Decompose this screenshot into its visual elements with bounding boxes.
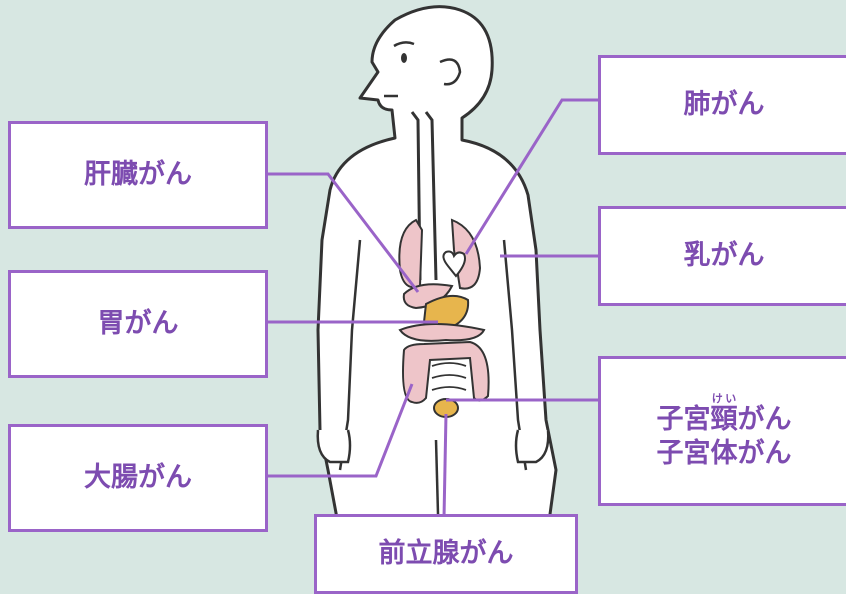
label-lung-cancer-text: 肺がん bbox=[684, 88, 765, 122]
label-colon-cancer-text: 大腸がん bbox=[84, 461, 192, 495]
label-stomach-cancer-text: 胃がん bbox=[98, 307, 179, 341]
pancreas bbox=[400, 324, 484, 341]
label-liver-cancer-text: 肝臓がん bbox=[84, 158, 192, 192]
cervical-suffix: がん bbox=[738, 404, 792, 435]
cervical-reading: けい bbox=[711, 392, 738, 405]
label-breast-cancer: 乳がん bbox=[598, 206, 846, 306]
connector-prostate bbox=[444, 414, 446, 518]
left-hand bbox=[318, 430, 350, 462]
label-liver-cancer: 肝臓がん bbox=[8, 121, 268, 229]
cervical-kanji: 頸 bbox=[711, 404, 738, 435]
label-stomach-cancer: 胃がん bbox=[8, 270, 268, 378]
cervical-prefix: 子宮 bbox=[657, 404, 711, 435]
label-breast-cancer-text: 乳がん bbox=[684, 239, 765, 273]
label-uterine-body-cancer: 子宮体がん bbox=[657, 437, 792, 471]
label-prostate-cancer-text: 前立腺がん bbox=[379, 537, 514, 571]
label-cervical-cancer: 子宮頸けいがん bbox=[657, 392, 792, 437]
right-hand bbox=[516, 430, 548, 462]
cervical-ruby: 頸けい bbox=[711, 404, 738, 435]
label-uterine-cancer: 子宮頸けいがん 子宮体がん bbox=[598, 356, 846, 506]
label-prostate-cancer: 前立腺がん bbox=[314, 514, 578, 594]
label-colon-cancer: 大腸がん bbox=[8, 424, 268, 532]
label-lung-cancer: 肺がん bbox=[598, 55, 846, 155]
eye bbox=[401, 53, 407, 63]
